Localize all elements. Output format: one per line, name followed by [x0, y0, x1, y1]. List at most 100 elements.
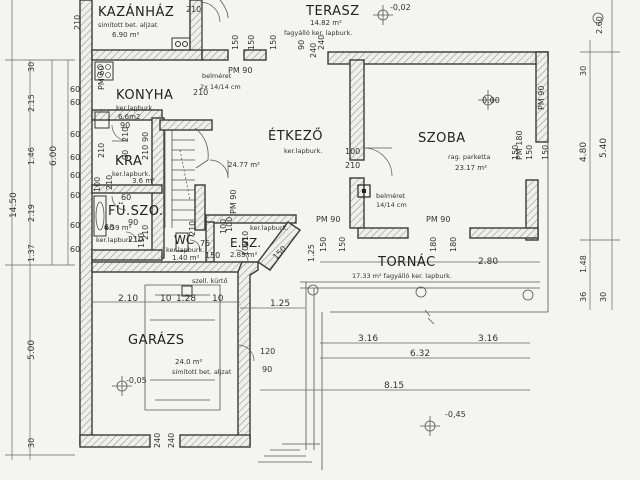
dim-right-6: 36	[579, 292, 588, 302]
szoba-left-wall-low	[349, 177, 365, 229]
dim-left-inner: 60	[70, 171, 80, 180]
pm-label: PM 90	[426, 215, 450, 224]
porch-outline	[201, 0, 604, 470]
opening-dimension-label: 210	[73, 15, 82, 30]
konyha-size: 2x 14/14 cm	[200, 83, 241, 91]
room-floor-terasz: fagyálló ker. lapburk.	[284, 29, 352, 37]
opening-dimension-label: 210	[128, 235, 143, 244]
garage-bottom-wall-a	[79, 434, 151, 448]
dim-left-garage: 5.00	[27, 340, 37, 360]
kra-bottom-wall	[91, 184, 163, 194]
dim-tornac-2: 1.25	[307, 244, 316, 262]
level-marks	[112, 5, 498, 436]
szoba-right-wall-bottom	[525, 179, 539, 241]
opening-dimension-label: 90	[120, 121, 130, 130]
opening-dimension-label: 90	[128, 218, 138, 227]
dim-left-inner: 60	[70, 98, 80, 107]
room-area-esz: 2.83 m²	[230, 251, 258, 259]
pm-label-180: PM 180	[515, 130, 524, 160]
room-name-szoba: SZOBA	[418, 131, 466, 146]
konyha-note: belméret	[202, 72, 232, 80]
room-floor-kazanhaz: simított bet. aljzat	[98, 21, 158, 29]
opening-dimension-label: 210	[141, 145, 150, 160]
opening-dimension-label: 75	[200, 239, 210, 248]
konyha-bottom-wall	[91, 109, 163, 121]
garage-bottom-wall-b	[179, 434, 251, 448]
fixtures	[93, 37, 371, 411]
opening-dimension-label: 90	[141, 132, 150, 142]
opening-dimension-label: 240	[309, 43, 318, 58]
opening-dimension-label: 240	[153, 433, 162, 448]
opening-dimension-label: 210	[193, 88, 208, 97]
dim-right-2: 30	[579, 66, 588, 76]
dim-left-mid-1: 2.15	[27, 94, 36, 112]
szoba-note: belméret	[376, 192, 406, 200]
room-area-szoba: 23.17 m²	[455, 164, 487, 172]
room-floor-etkezo: ker.lapburk.	[284, 147, 322, 155]
opening-dimension-label: 150	[205, 251, 220, 260]
esz-diag-wall	[256, 221, 302, 271]
dim-bottom-2: 3.16	[478, 334, 498, 344]
dim-left-inner: 60	[70, 85, 80, 94]
level-terasz: -0,02	[390, 3, 411, 12]
dim-left-mid-5: 30	[27, 62, 36, 72]
opening-dimension-label: 210	[141, 225, 150, 240]
opening-dimension-label: 100	[241, 241, 250, 256]
opening-dimension-label: 150	[269, 35, 278, 50]
opening-dimension-label: 90	[297, 40, 306, 50]
room-area-garazs: 24.0 m²	[175, 358, 203, 366]
opening-dimension-label: 210	[97, 143, 106, 158]
room-labels: KAZÁNHÁZ simított bet. aljzat 6.90 m² TE…	[96, 3, 500, 419]
dim-bottom-3: 6.32	[410, 349, 430, 359]
room-name-etkezo: ÉTKEZŐ	[268, 128, 323, 144]
kazanhaz-bottom-wall	[91, 49, 203, 61]
pm-label: PM 90	[537, 86, 546, 110]
dim-right-1: 2.60	[595, 16, 604, 34]
dim-right-4: 5.40	[599, 138, 609, 158]
room-floor-garazs: simított bet. aljzat	[172, 368, 232, 376]
car-outline	[144, 284, 221, 411]
dim-left-inner: 60	[70, 245, 80, 254]
dim-bottom-4: 8.15	[384, 381, 404, 391]
room-area-konyha: 6.6m2	[118, 113, 140, 121]
dim-left-mid-2: 1.46	[27, 147, 36, 165]
opening-dimension-label: 100	[345, 147, 360, 156]
room-area-etkezo: 24.77 m²	[228, 161, 260, 169]
opening-dimension-label: 150	[247, 35, 256, 50]
szoba-bottom-wall-b	[469, 227, 539, 239]
dim-garage-3: 1.28	[176, 294, 196, 304]
room-floor-esz: ker.lapburk.	[250, 224, 288, 232]
szoba-size: 14/14 cm	[376, 201, 407, 209]
column	[522, 289, 534, 301]
dim-bottom-1: 3.16	[358, 334, 378, 344]
dim-left-inner: 60	[70, 221, 80, 230]
opening-dimension-label: 150	[319, 237, 328, 252]
opening-dimension-label: 240	[167, 433, 176, 448]
dim-right-3: 4.80	[579, 142, 589, 162]
opening-dimension-label: 110	[137, 233, 146, 248]
pm-label: PM 90	[229, 190, 238, 214]
room-area-wc: 1.40 m²	[172, 254, 200, 262]
entrance-steps	[258, 449, 312, 463]
room-name-konyha: KONYHA	[116, 88, 173, 103]
room-name-terasz: TERASZ	[305, 4, 360, 19]
dim-garage-4: 10	[212, 294, 224, 304]
room-area-fuszoba: 4.59 m²	[104, 224, 132, 232]
level-garazs: -0,05	[126, 376, 147, 385]
room-name-esz: E.SZ.	[230, 236, 261, 250]
chimney	[357, 184, 371, 198]
opening-dimension-label: 210	[241, 231, 250, 246]
opening-dimension-label: 150	[525, 145, 534, 160]
stove	[94, 61, 114, 81]
dim-left-inner: 60	[70, 130, 80, 139]
opening-dimension-label: 210	[105, 175, 114, 190]
level-outside: -0,45	[445, 410, 466, 419]
szoba-left-wall	[349, 59, 365, 161]
room-name-garazs: GARÁZS	[128, 332, 185, 348]
opening-dimension-label: 210	[345, 161, 360, 170]
opening-dimension-label: 100	[225, 217, 234, 232]
room-name-wc: WC	[174, 233, 194, 247]
opening-dimension-label: 210	[186, 5, 201, 14]
garage-duct	[181, 285, 193, 297]
